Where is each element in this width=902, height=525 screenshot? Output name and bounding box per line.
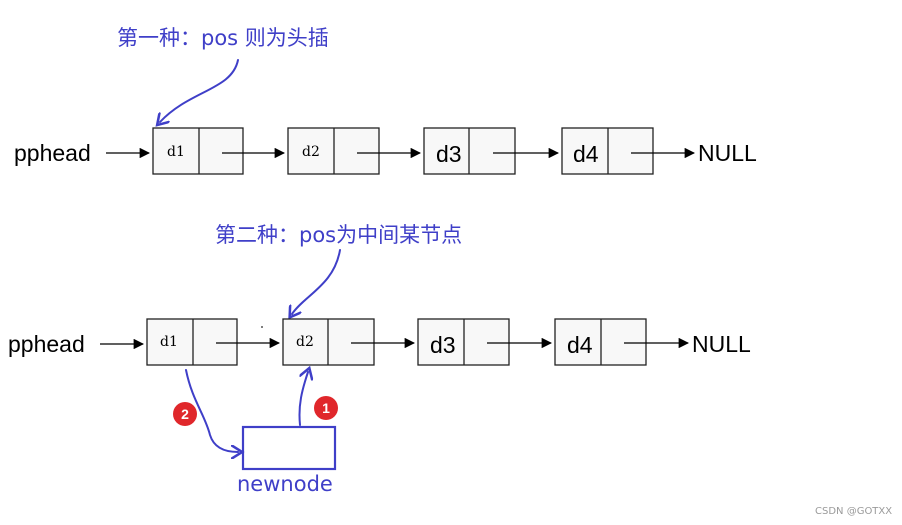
step-one-arrow	[298, 372, 308, 426]
case-one-node-4: d4	[561, 127, 654, 175]
case-two-null-label: NULL	[692, 331, 751, 357]
case-two-node-4: d4	[554, 318, 647, 366]
case-one-node-1: d1	[152, 127, 244, 175]
case-two-pointer-arrow	[292, 249, 341, 314]
newnode-label: newnode	[237, 472, 333, 496]
svg-text:d4: d4	[567, 332, 593, 358]
svg-text:d3: d3	[436, 141, 462, 167]
svg-text:d2: d2	[296, 334, 314, 350]
step-one-badge: 1	[314, 396, 338, 420]
case-two-node-3: d3	[417, 318, 510, 366]
svg-text:d1: d1	[160, 334, 178, 350]
case-one-null-label: NULL	[698, 140, 757, 166]
case-two-node-1: d1	[146, 318, 238, 366]
step-two-arrow	[185, 369, 238, 452]
svg-text:d3: d3	[430, 332, 456, 358]
step-two-badge: 2	[173, 402, 197, 426]
svg-text:d4: d4	[573, 141, 599, 167]
svg-text:2: 2	[181, 406, 189, 422]
case-one-node-3: d3	[423, 127, 516, 175]
case-two-annotation: 第二种：pos为中间某节点	[215, 223, 462, 247]
case-two-head-label: pphead	[8, 331, 85, 357]
case-one-pointer-arrow	[160, 59, 239, 122]
case-one-annotation: 第一种：pos 则为头插	[117, 26, 329, 50]
svg-text:d2: d2	[302, 144, 320, 160]
stray-dot	[261, 326, 263, 328]
case-one-node-2: d2	[287, 127, 380, 175]
case-one-head-label: pphead	[14, 140, 91, 166]
newnode-box	[241, 425, 337, 471]
svg-text:d1: d1	[167, 144, 185, 160]
watermark: CSDN @GOTXX	[815, 506, 892, 517]
svg-text:1: 1	[322, 400, 330, 416]
case-two-node-2: d2	[282, 318, 375, 366]
